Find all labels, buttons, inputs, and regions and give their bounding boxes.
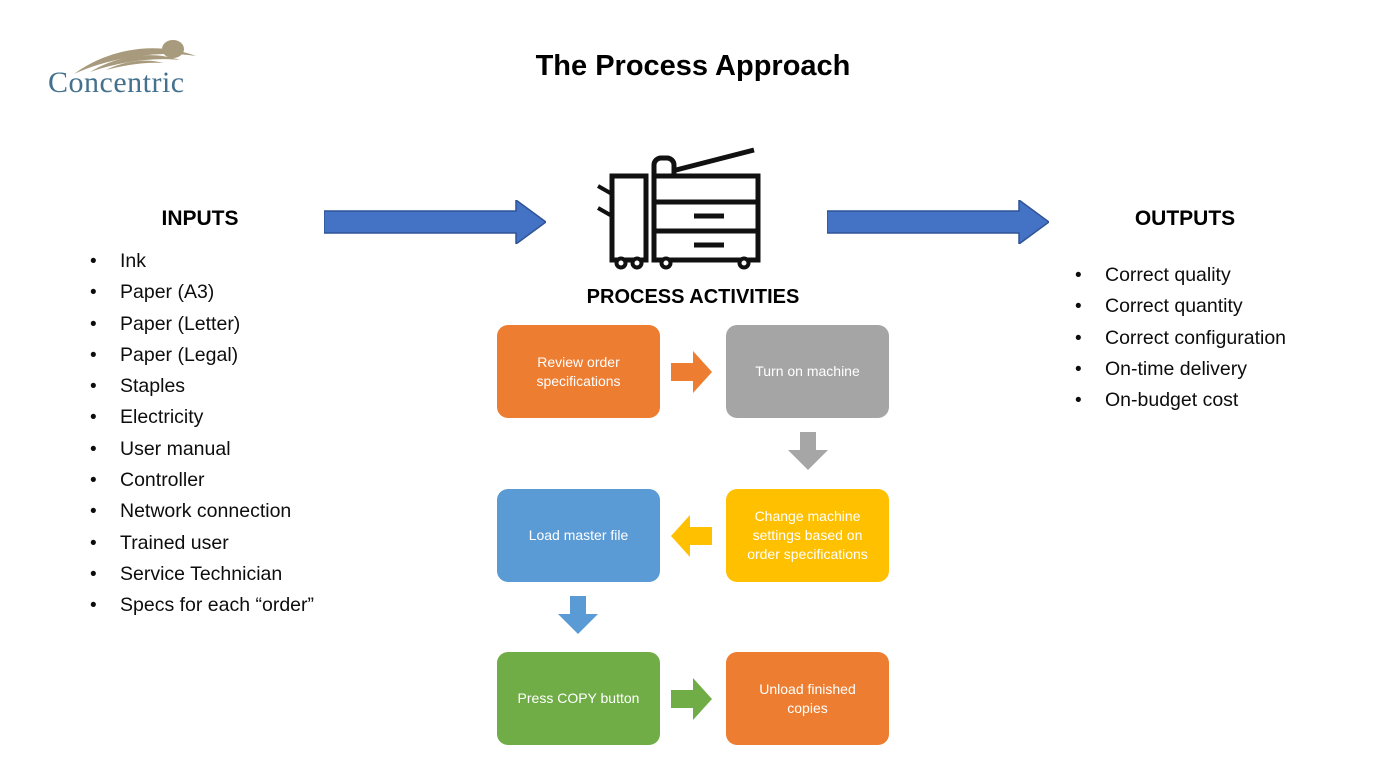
list-item: Electricity — [88, 402, 314, 434]
list-item: Controller — [88, 465, 314, 497]
outputs-list: Correct qualityCorrect quantityCorrect c… — [1073, 260, 1286, 417]
step-load-master-file: Load master file — [497, 489, 660, 582]
concentric-logo: Concentric — [48, 34, 218, 108]
step-review-order-specifications: Review order specifications — [497, 325, 660, 418]
connector-left-arrow-icon — [671, 515, 712, 557]
list-item: Paper (Letter) — [88, 309, 314, 341]
connector-right-arrow-icon — [671, 678, 712, 720]
inputs-list: InkPaper (A3)Paper (Letter)Paper (Legal)… — [88, 246, 314, 622]
step-change-machine-settings: Change machine settings based on order s… — [726, 489, 889, 582]
inputs-heading: INPUTS — [161, 207, 239, 230]
inputs-to-process-arrow-icon — [324, 200, 546, 244]
list-item: On-time delivery — [1073, 354, 1286, 386]
list-item: Correct quantity — [1073, 291, 1286, 323]
connector-right-arrow-icon — [671, 351, 712, 393]
list-item: Trained user — [88, 528, 314, 560]
connector-down-arrow-icon — [558, 596, 598, 634]
concentric-ripples-icon — [74, 40, 196, 74]
list-item: Service Technician — [88, 559, 314, 591]
list-item: Ink — [88, 246, 314, 278]
logo-wordmark: Concentric — [48, 66, 185, 99]
connector-down-arrow-icon — [788, 432, 828, 470]
process-to-outputs-arrow-icon — [827, 200, 1049, 244]
process-activities-heading: PROCESS ACTIVITIES — [586, 286, 800, 308]
list-item: Paper (Legal) — [88, 340, 314, 372]
list-item: Network connection — [88, 496, 314, 528]
outputs-heading: OUTPUTS — [1134, 207, 1236, 230]
list-item: On-budget cost — [1073, 385, 1286, 417]
copier-printer-icon — [597, 147, 761, 270]
list-item: Correct configuration — [1073, 323, 1286, 355]
page-title: The Process Approach — [535, 50, 851, 82]
list-item: User manual — [88, 434, 314, 466]
step-turn-on-machine: Turn on machine — [726, 325, 889, 418]
step-press-copy-button: Press COPY button — [497, 652, 660, 745]
list-item: Paper (A3) — [88, 277, 314, 309]
list-item: Correct quality — [1073, 260, 1286, 292]
list-item: Specs for each “order” — [88, 590, 314, 622]
list-item: Staples — [88, 371, 314, 403]
step-unload-finished-copies: Unload finished copies — [726, 652, 889, 745]
